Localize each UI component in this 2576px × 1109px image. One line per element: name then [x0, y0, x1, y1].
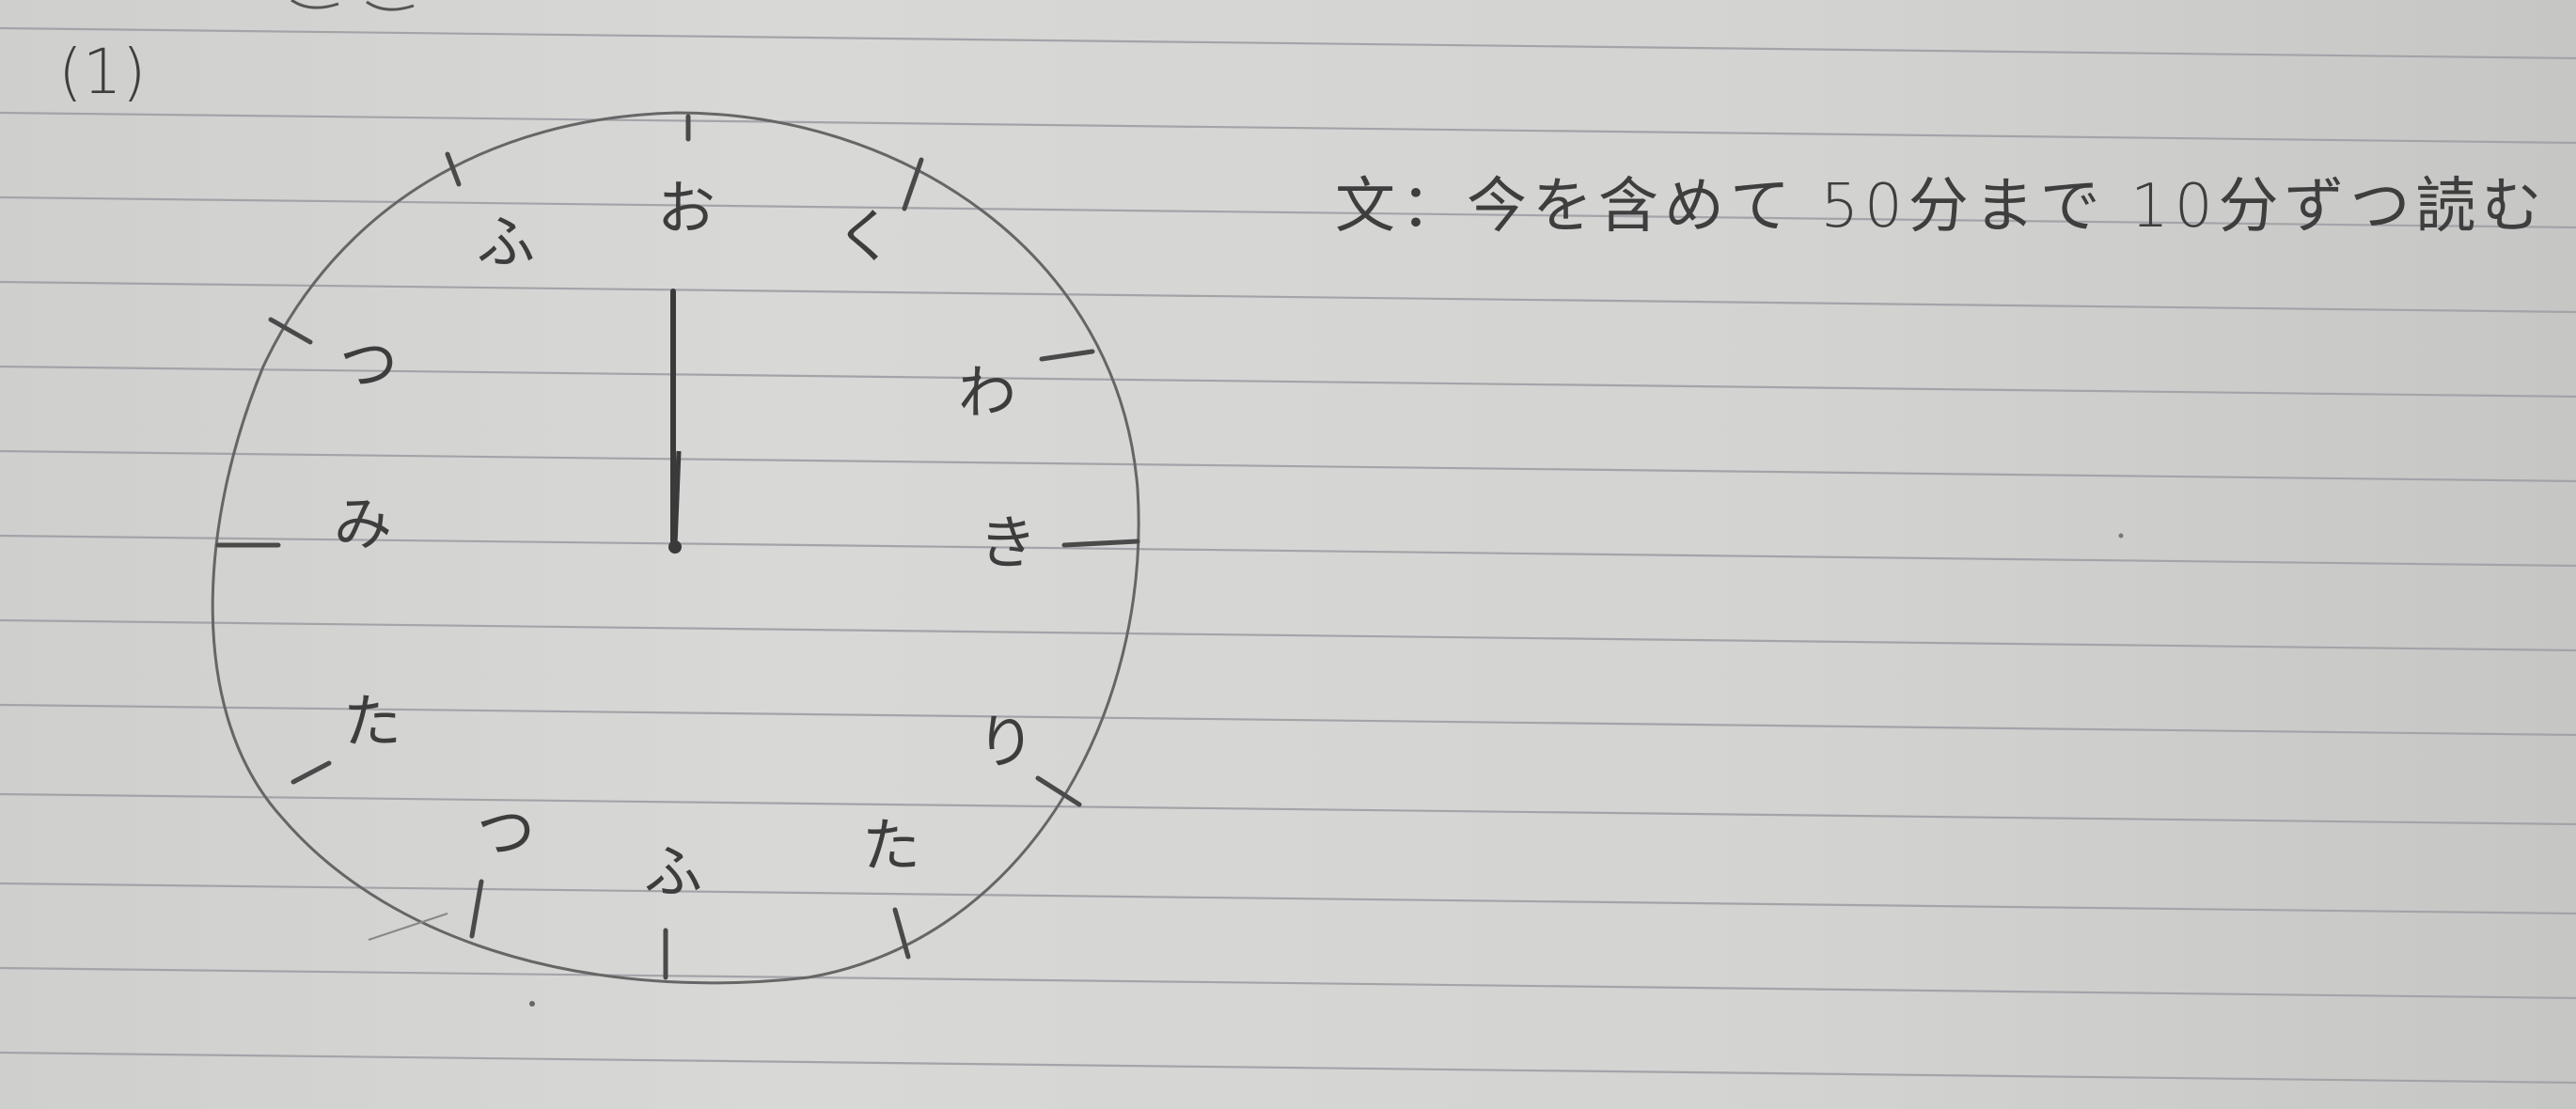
hour-label-10: つ [338, 330, 399, 398]
hour-label-7: つ [476, 798, 536, 867]
hour-label-2: わ [957, 358, 1017, 427]
hour-label-3: き [978, 508, 1038, 577]
stray-pencil-line [368, 913, 448, 941]
clock-tick-marks [215, 114, 1140, 980]
hour-label-12: お [656, 174, 716, 242]
hour-label-9: み [333, 490, 393, 558]
top-scribble [291, 0, 415, 11]
hour-label-5: た [861, 811, 921, 880]
pencil-dot [529, 1001, 535, 1007]
hour-label-4: り [976, 708, 1036, 776]
hour-label-11: ふ [476, 208, 536, 276]
hour-label-6: ふ [643, 837, 703, 906]
hour-label-1: く [835, 202, 895, 271]
hour-label-8: た [342, 687, 402, 756]
instruction-text: 文：今を含めて 50分まで 10分ずつ読む [1335, 172, 2548, 242]
ruled-lines [0, 26, 2576, 1085]
problem-number: (1) [58, 36, 147, 108]
pencil-dot [2118, 533, 2124, 539]
clock-hand [668, 289, 682, 554]
clock-face-circle [211, 111, 1140, 985]
